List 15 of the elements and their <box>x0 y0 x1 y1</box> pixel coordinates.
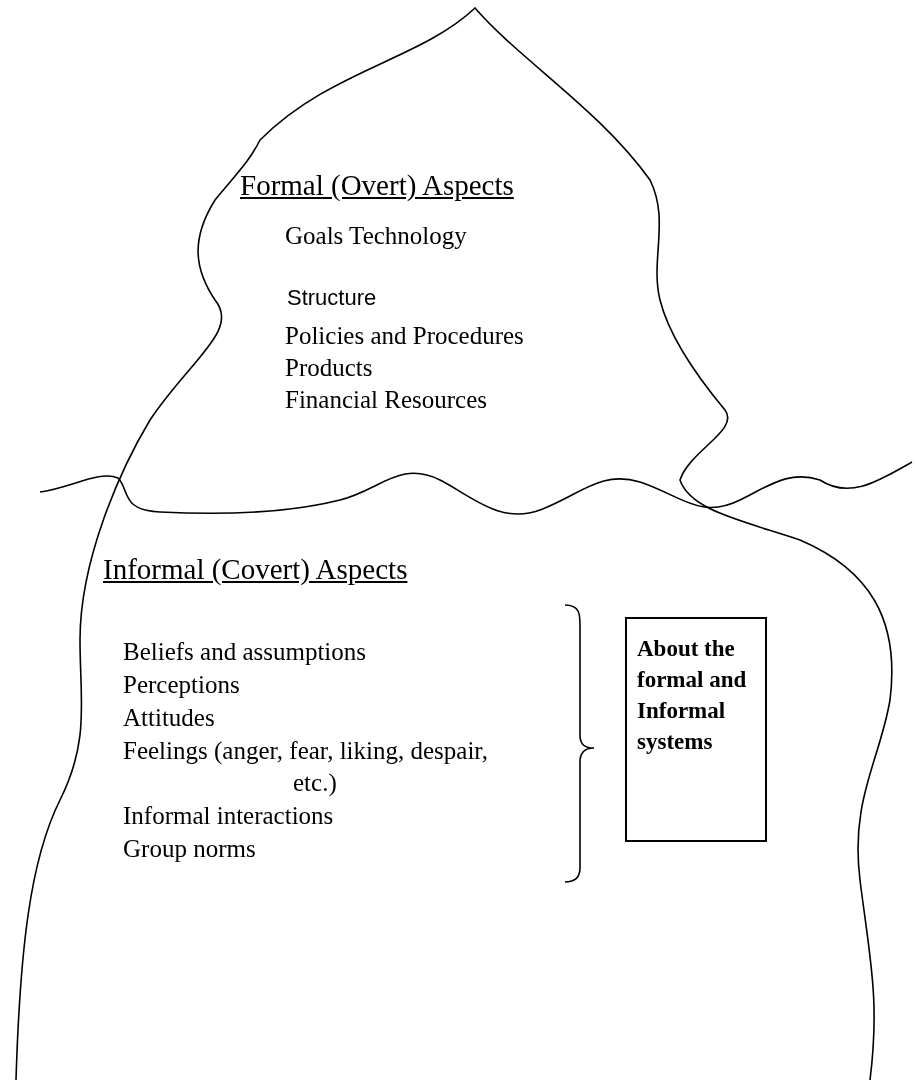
list-item: Structure <box>287 284 377 312</box>
list-item: Beliefs and assumptions <box>123 637 367 667</box>
section-heading: Formal (Overt) Aspects <box>240 168 514 203</box>
note-text: About the formal and Informal systems <box>637 635 748 756</box>
list-item: Policies and Procedures <box>285 321 524 351</box>
list-item: Financial Resources <box>285 385 488 415</box>
note-box <box>625 617 767 842</box>
list-item: Products <box>285 353 373 383</box>
list-item: Group norms <box>123 834 256 864</box>
list-item: Informal interactions <box>123 801 334 831</box>
list-item: Feelings (anger, fear, liking, despair, etc.) <box>123 736 489 799</box>
list-item: Perceptions <box>123 670 240 700</box>
list-item: Attitudes <box>123 703 215 733</box>
section-heading: Informal (Covert) Aspects <box>103 552 409 587</box>
list-item: Goals Technology <box>285 221 467 251</box>
